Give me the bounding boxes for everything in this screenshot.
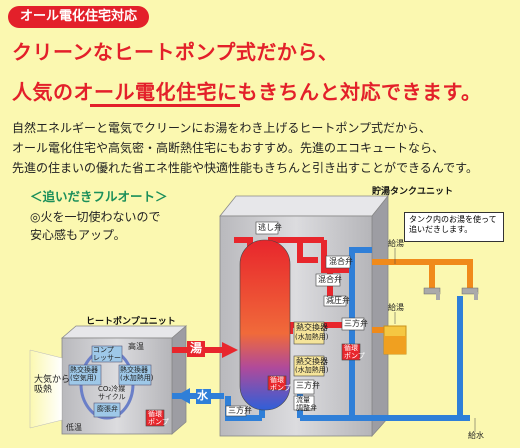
relief-valve-label: 逃し弁 xyxy=(258,223,282,232)
feature-title: ＜追いだきフルオート＞ xyxy=(30,189,168,204)
hx-bath-1-label: 熱交換器 xyxy=(296,323,328,332)
body-line-3: 先進の住まいの優れた省エネ性能や快適性能もきちんと引き出すことができるんです。 xyxy=(12,161,478,175)
mixing-valve-mid-label: 混合弁 xyxy=(318,275,342,284)
hx-bath-2-label: 熱交換器 xyxy=(296,357,328,366)
cold-water-badge xyxy=(196,389,211,404)
headline-line-1: クリーンなヒートポンプ式だから、 xyxy=(12,40,339,64)
tank-unit-title: 貯湯タンクユニット xyxy=(372,187,454,197)
pump-circ-1-label: 循環 ポンプ xyxy=(344,344,365,360)
pump-circ-3-label: 循環 ポンプ xyxy=(148,410,169,426)
body-line-2: オール電化住宅や高気密・高断熱住宅にもおすすめ。先進のエコキュートなら、 xyxy=(12,141,445,155)
supply-hot-label: 給湯 xyxy=(388,239,404,248)
three-way-valve-3-label: 三方弁 xyxy=(228,406,252,415)
supply-water-label: 給水 xyxy=(468,431,484,440)
heatpump-unit-title: ヒートポンプユニット xyxy=(86,317,176,327)
high-temp-label: 高温 xyxy=(128,342,144,351)
headline-underline xyxy=(90,104,240,107)
hot-flow-arrow xyxy=(222,342,238,358)
compressor-label: コンプ レッサー xyxy=(93,346,121,362)
pump-circ-2-label: 循環 ポンプ xyxy=(270,376,291,392)
category-tag: オール電化住宅対応 xyxy=(8,6,150,28)
mixing-valve-top-label: 混合弁 xyxy=(329,257,353,266)
air-intake-arrow xyxy=(29,349,63,429)
hx-air-label: 熱交換器 (空気用) xyxy=(70,366,98,382)
hot-water-badge xyxy=(187,341,205,357)
bath-tub xyxy=(383,325,407,355)
hx-water-label: 熱交換器 (水加熱用) xyxy=(120,366,154,382)
reheat-callout: タンク内のお湯を使って追いだきします。 xyxy=(404,212,504,242)
low-temp-label: 低温 xyxy=(66,423,82,432)
feature-line-2: 安心感もアップ。 xyxy=(30,228,126,242)
hot-water-tank xyxy=(239,239,291,411)
tank-components xyxy=(145,221,365,427)
flow-valve-label: 流量 調整弁 xyxy=(296,396,317,412)
three-way-valve-1-label: 三方弁 xyxy=(344,319,368,328)
cold-flow-arrow xyxy=(176,388,190,404)
hx-bath-2-sub-label: (水加熱用) xyxy=(295,366,329,374)
feature-line-1: ◎火を一切使わないので xyxy=(30,210,161,224)
water-char: 水 xyxy=(197,389,208,402)
headline-line-2: 人気のオール電化住宅にもきちんと対応できます。 xyxy=(12,80,482,104)
pressure-reducer-label: 減圧弁 xyxy=(326,296,350,305)
faucet-2 xyxy=(461,287,479,300)
co2-cycle-label: CO₂冷媒 サイクル xyxy=(98,385,126,401)
body-line-1: 自然エネルギーと電気でクリーンにお湯をわき上げるヒートポンプ式だから、 xyxy=(12,121,432,135)
supply-hot-2-label: 給湯 xyxy=(388,303,404,312)
hx-bath-1-sub-label: (水加熱用) xyxy=(295,333,329,341)
air-intake-label: 大気から 吸熱 xyxy=(34,375,71,395)
expansion-valve-label: 膨張弁 xyxy=(97,405,118,413)
three-way-valve-2-label: 三方弁 xyxy=(296,381,320,390)
faucet-1 xyxy=(423,287,441,300)
heat-pump-cycle xyxy=(68,345,152,420)
hot-water-char: 湯 xyxy=(190,341,203,355)
